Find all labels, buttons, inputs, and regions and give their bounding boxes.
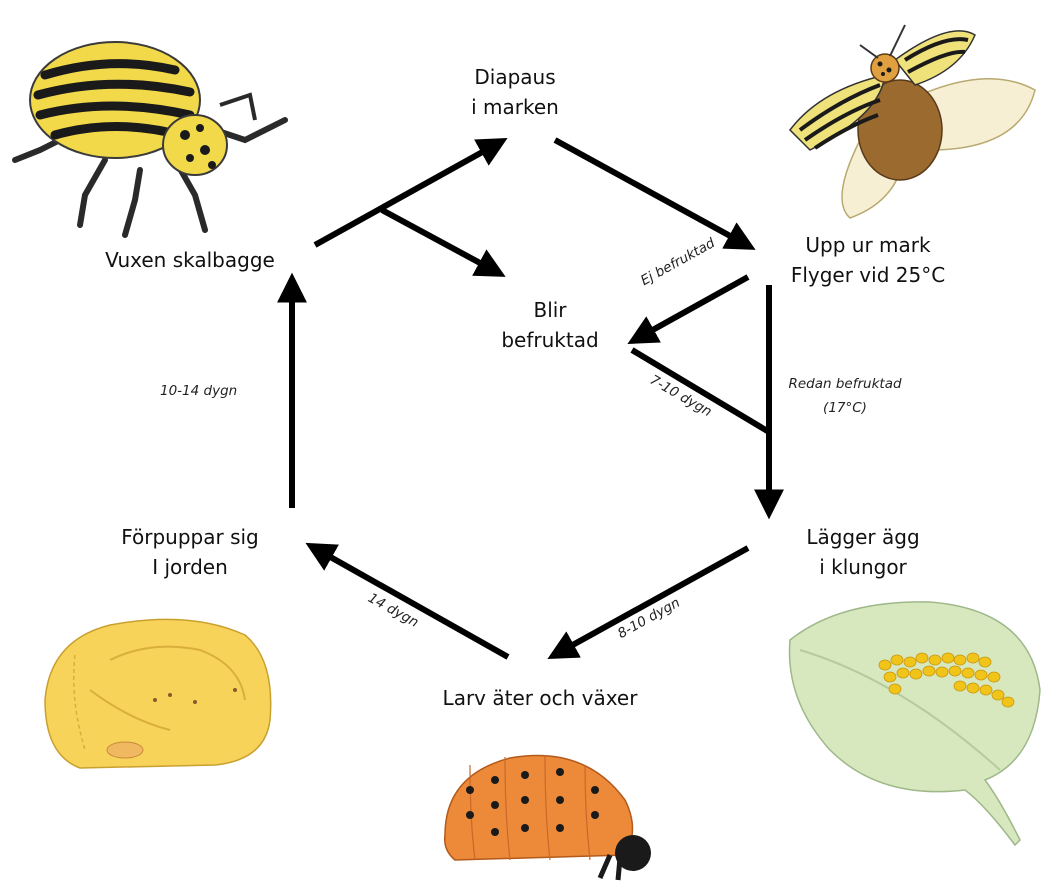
stage-pupa: Förpuppar sig I jorden <box>100 522 280 582</box>
stage-eggs: Lägger ägg i klungor <box>778 522 948 582</box>
label-pupa-to-adult: 10-14 dygn <box>160 383 237 399</box>
label-already-mated-line1: Redan befruktad <box>785 372 905 396</box>
stage-mated-line2: befruktad <box>480 325 620 355</box>
label-already-mated-line2: (17°C) <box>785 396 905 420</box>
stage-emerge: Upp ur mark Flyger vid 25°C <box>768 230 968 290</box>
stage-pupa-line2: I jorden <box>100 552 280 582</box>
stage-diapause-line2: i marken <box>440 92 590 122</box>
stage-mated: Blir befruktad <box>480 295 620 355</box>
stage-eggs-line1: Lägger ägg <box>778 522 948 552</box>
stage-larva-line1: Larv äter och växer <box>390 683 690 713</box>
arrow-larva-to-pupa <box>318 550 508 657</box>
arrow-adult-to-mated <box>382 210 493 270</box>
label-already-mated: Redan befruktad (17°C) <box>785 372 905 420</box>
arrow-emerge-to-mated <box>640 277 748 337</box>
stage-pupa-line1: Förpuppar sig <box>100 522 280 552</box>
arrow-adult-to-diapause <box>315 145 495 245</box>
stage-diapause-line1: Diapaus <box>440 62 590 92</box>
stage-adult-line1: Vuxen skalbagge <box>75 245 305 275</box>
line-mated-to-eggs <box>632 350 769 432</box>
stage-emerge-line1: Upp ur mark <box>768 230 968 260</box>
arrow-diapause-to-emerge <box>555 140 743 243</box>
stage-eggs-line2: i klungor <box>778 552 948 582</box>
stage-mated-line1: Blir <box>480 295 620 325</box>
stage-emerge-line2: Flyger vid 25°C <box>768 260 968 290</box>
stage-larva: Larv äter och växer <box>390 683 690 713</box>
stage-adult: Vuxen skalbagge <box>75 245 305 275</box>
arrow-eggs-to-larva <box>560 548 748 652</box>
stage-diapause: Diapaus i marken <box>440 62 590 122</box>
